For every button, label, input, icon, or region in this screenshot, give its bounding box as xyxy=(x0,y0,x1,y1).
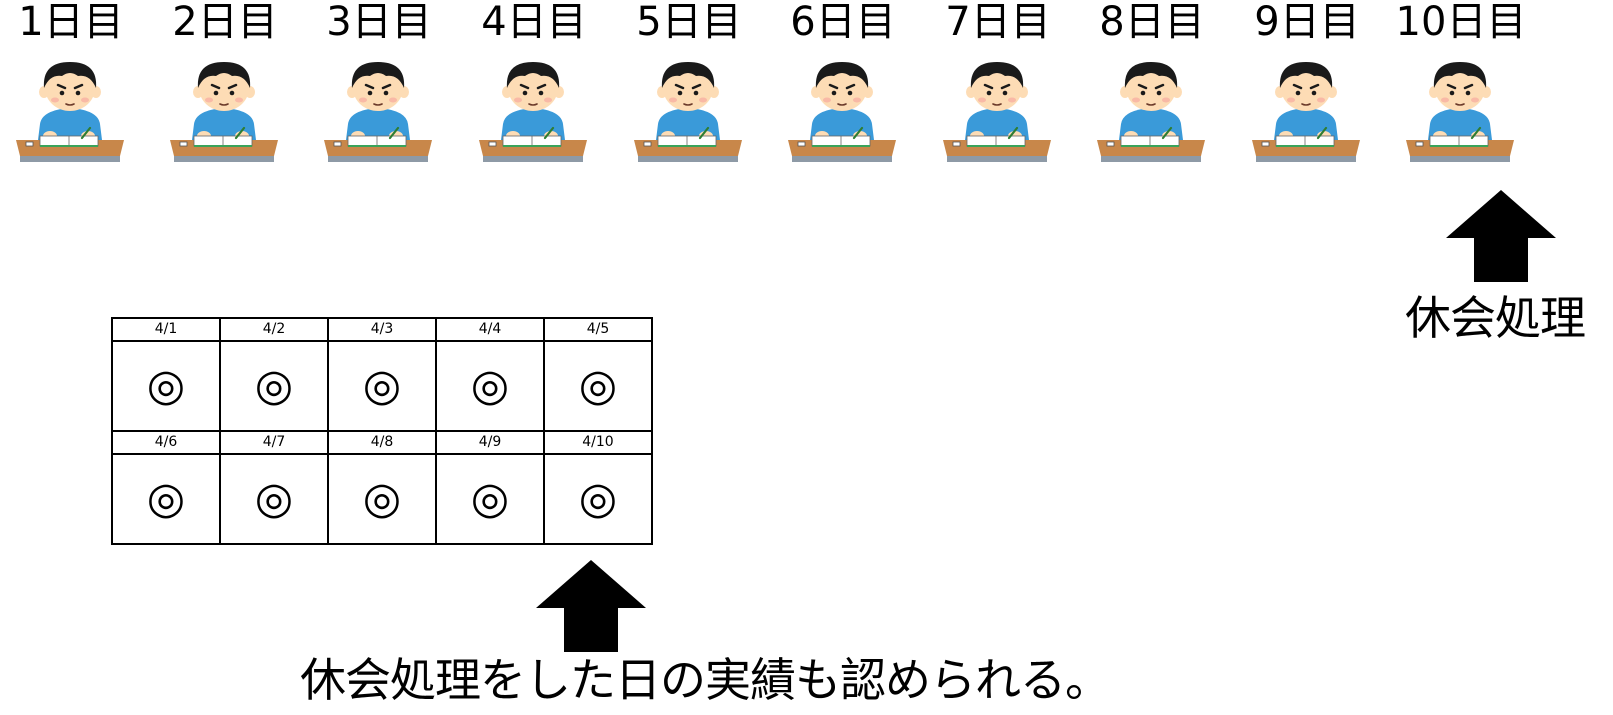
calendar-date: 4/7 xyxy=(219,430,329,455)
studying-student-icon xyxy=(318,52,438,172)
day-label-10: 10日目 xyxy=(1395,0,1527,45)
suspension-label: 休会処理 xyxy=(1405,291,1586,345)
studying-student-icon xyxy=(1246,52,1366,172)
day-label-2: 2日目 xyxy=(172,0,278,45)
day-label-4: 4日目 xyxy=(481,0,587,45)
calendar-date: 4/4 xyxy=(435,317,545,342)
calendar-date: 4/10 xyxy=(543,430,653,455)
attendance-calendar: 4/1 4/2 4/3 4/4 4/5 ◎ ◎ ◎ ◎ ◎ 4/6 4/7 4/… xyxy=(111,317,653,545)
calendar-date: 4/3 xyxy=(327,317,437,342)
calendar-mark-row: ◎ ◎ ◎ ◎ ◎ xyxy=(111,340,653,432)
attendance-mark: ◎ xyxy=(111,453,221,545)
studying-student-icon xyxy=(164,52,284,172)
calendar-date: 4/6 xyxy=(111,430,221,455)
calendar-date: 4/9 xyxy=(435,430,545,455)
explanation-text: 休会処理をした日の実績も認められる。 xyxy=(300,653,1111,707)
day-label-3: 3日目 xyxy=(326,0,432,45)
attendance-mark: ◎ xyxy=(219,453,329,545)
attendance-mark: ◎ xyxy=(543,453,653,545)
day-label-1: 1日目 xyxy=(18,0,124,45)
day-label-5: 5日目 xyxy=(636,0,742,45)
studying-student-icon xyxy=(937,52,1057,172)
day-label-9: 9日目 xyxy=(1254,0,1360,45)
calendar-date: 4/1 xyxy=(111,317,221,342)
attendance-mark: ◎ xyxy=(543,340,653,432)
calendar-date: 4/8 xyxy=(327,430,437,455)
studying-student-icon xyxy=(473,52,593,172)
studying-student-icon xyxy=(1400,52,1520,172)
studying-student-icon xyxy=(1091,52,1211,172)
attendance-mark: ◎ xyxy=(111,340,221,432)
attendance-mark: ◎ xyxy=(435,453,545,545)
attendance-mark: ◎ xyxy=(435,340,545,432)
day-label-6: 6日目 xyxy=(790,0,896,45)
attendance-mark: ◎ xyxy=(219,340,329,432)
calendar-date: 4/2 xyxy=(219,317,329,342)
day-label-7: 7日目 xyxy=(945,0,1051,45)
attendance-mark: ◎ xyxy=(327,453,437,545)
calendar-date-row: 4/6 4/7 4/8 4/9 4/10 xyxy=(111,430,653,455)
studying-student-icon xyxy=(10,52,130,172)
calendar-mark-row: ◎ ◎ ◎ ◎ ◎ xyxy=(111,453,653,545)
calendar-date-row: 4/1 4/2 4/3 4/4 4/5 xyxy=(111,317,653,342)
studying-student-icon xyxy=(628,52,748,172)
studying-student-icon xyxy=(782,52,902,172)
attendance-mark: ◎ xyxy=(327,340,437,432)
day-label-8: 8日目 xyxy=(1099,0,1205,45)
calendar-date: 4/5 xyxy=(543,317,653,342)
up-arrow-icon xyxy=(536,560,646,652)
up-arrow-icon xyxy=(1446,190,1556,282)
